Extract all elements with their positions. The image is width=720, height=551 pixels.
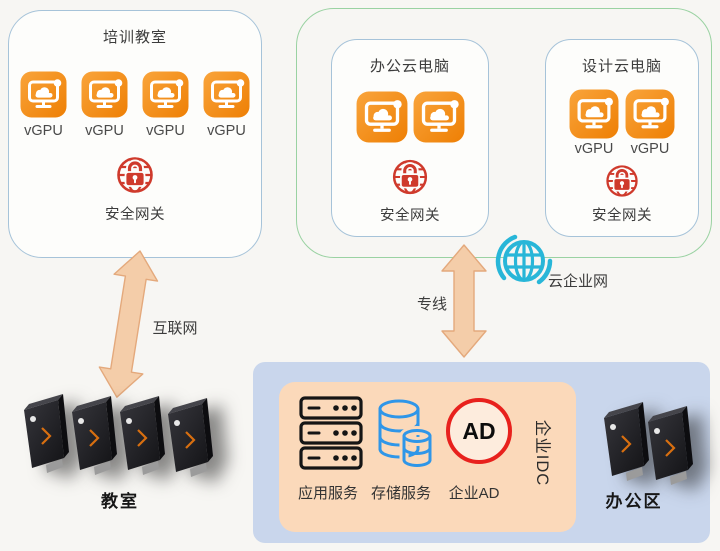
leased-line-label: 专线 — [416, 296, 447, 313]
thin-client-icon — [604, 402, 649, 481]
cen-globe-icon — [495, 234, 553, 285]
thin-client-icon — [648, 406, 693, 485]
vgpu-item: vGPU — [569, 89, 619, 157]
security-gateway-label: 安全网关 — [592, 208, 652, 224]
vgpu-cloud-desktop-icon — [413, 91, 464, 143]
vgpu-cloud-desktop-icon — [20, 71, 67, 118]
vgpu-item: vGPU — [625, 89, 675, 157]
vgpu-item: vGPU — [203, 71, 250, 139]
thin-client-icon — [24, 394, 69, 473]
app-service-label: 应用服务 — [297, 485, 358, 502]
office-vgpu-row — [356, 91, 465, 143]
vgpu-cloud-desktop-icon — [625, 89, 675, 139]
training-vgpu-row: vGPU vGPU vGPU vGPU — [20, 71, 250, 139]
thin-client-icon — [72, 396, 117, 475]
security-gateway: 安全网关 — [592, 159, 652, 225]
app-server-icon — [299, 396, 363, 470]
vgpu-cloud-desktop-icon — [81, 71, 128, 118]
leased-line-arrow — [441, 244, 487, 358]
storage-service-label: 存储服务 — [370, 485, 431, 502]
training-room-title: 培训教室 — [102, 29, 167, 46]
ad-badge-text: AD — [462, 417, 496, 444]
classroom-label: 教室 — [101, 492, 139, 511]
office-cloud-pc-title: 办公云电脑 — [369, 58, 450, 75]
vgpu-label: vGPU — [85, 123, 124, 139]
security-gateway: 安全网关 — [380, 153, 440, 225]
enterprise-ad-icon: AD — [446, 398, 512, 464]
office-cloud-pc-box: 办公云电脑 安全网关 — [331, 39, 489, 237]
security-gateway-icon — [606, 165, 638, 197]
cen-label: 云企业网 — [548, 273, 609, 290]
thin-client-icon — [168, 398, 213, 477]
vgpu-item: vGPU — [142, 71, 189, 139]
office-area-label: 办公区 — [605, 492, 663, 511]
design-cloud-pc-title: 设计云电脑 — [581, 58, 662, 75]
vgpu-item: vGPU — [81, 71, 128, 139]
enterprise-ad-label: 企业AD — [448, 485, 500, 502]
vgpu-label: vGPU — [630, 141, 670, 157]
vgpu-cloud-desktop-icon — [142, 71, 189, 118]
vgpu-label: vGPU — [146, 123, 185, 139]
design-cloud-pc-box: 设计云电脑 vGPU vGPU 安全网关 — [545, 39, 699, 237]
training-room-box: 培训教室 vGPU vGPU vGPU vGPU 安全网关 — [8, 10, 262, 258]
internet-arrow — [98, 250, 159, 398]
design-vgpu-row: vGPU vGPU — [569, 89, 675, 157]
vgpu-cloud-desktop-icon — [356, 91, 407, 143]
enterprise-idc-vertical-label: 企业IDC — [533, 419, 551, 487]
security-gateway-label: 安全网关 — [380, 208, 440, 224]
security-gateway-icon — [392, 159, 428, 195]
internet-label: 互联网 — [152, 320, 198, 337]
security-gateway: 安全网关 — [105, 150, 165, 224]
vgpu-cloud-desktop-icon — [569, 89, 619, 139]
thin-client-icon — [120, 396, 165, 475]
storage-db-icon — [378, 399, 434, 470]
security-gateway-icon — [117, 157, 153, 193]
vgpu-cloud-desktop-icon — [203, 71, 250, 118]
vgpu-label: vGPU — [574, 141, 614, 157]
vgpu-item: vGPU — [20, 71, 67, 139]
security-gateway-label: 安全网关 — [105, 207, 165, 223]
vgpu-label: vGPU — [24, 123, 63, 139]
cloud-region-box: 办公云电脑 安全网关 设计云电脑 vGPU vGPU — [296, 8, 712, 258]
vgpu-label: vGPU — [207, 123, 246, 139]
